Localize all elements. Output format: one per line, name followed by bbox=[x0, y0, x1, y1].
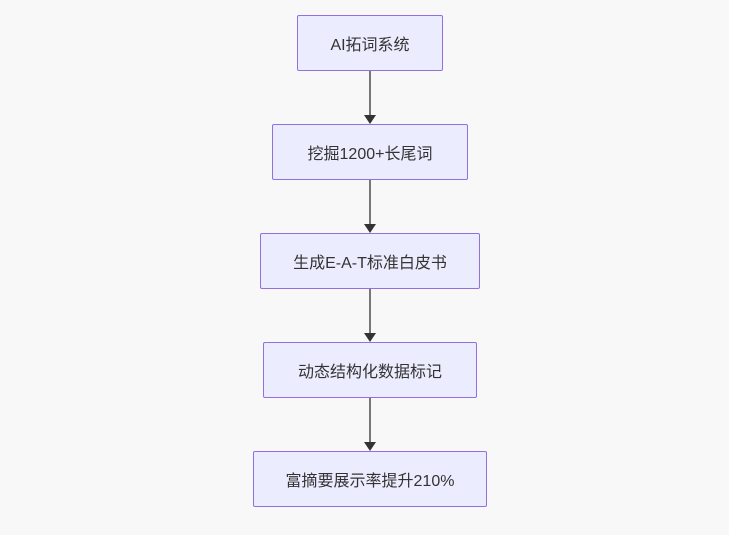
arrow-connector-4 bbox=[364, 398, 376, 451]
flow-node-label: 富摘要展示率提升210% bbox=[285, 473, 455, 490]
flowchart: AI拓词系统 挖掘1200+长尾词 生成E-A-T标准白皮书 动态结构化数据标记 bbox=[253, 15, 487, 507]
flow-node-4: 动态结构化数据标记 bbox=[263, 342, 477, 398]
arrowhead-down-icon bbox=[364, 442, 376, 451]
arrow-connector-3 bbox=[364, 289, 376, 342]
flow-node-3: 生成E-A-T标准白皮书 bbox=[260, 233, 480, 289]
flow-node-label: AI拓词系统 bbox=[330, 37, 410, 54]
arrowhead-down-icon bbox=[364, 115, 376, 124]
arrow-line bbox=[369, 180, 371, 224]
flow-node-label: 挖掘1200+长尾词 bbox=[307, 146, 433, 163]
arrow-connector-2 bbox=[364, 180, 376, 233]
flow-node-2: 挖掘1200+长尾词 bbox=[272, 124, 468, 180]
arrowhead-down-icon bbox=[364, 333, 376, 342]
arrow-line bbox=[369, 71, 371, 115]
arrow-line bbox=[369, 289, 371, 333]
flow-node-label: 生成E-A-T标准白皮书 bbox=[293, 255, 447, 272]
flow-node-5: 富摘要展示率提升210% bbox=[253, 451, 487, 507]
flow-node-label: 动态结构化数据标记 bbox=[297, 364, 442, 381]
arrowhead-down-icon bbox=[364, 224, 376, 233]
arrow-line bbox=[369, 398, 371, 442]
arrow-connector-1 bbox=[364, 71, 376, 124]
flow-node-1: AI拓词系统 bbox=[297, 15, 443, 71]
